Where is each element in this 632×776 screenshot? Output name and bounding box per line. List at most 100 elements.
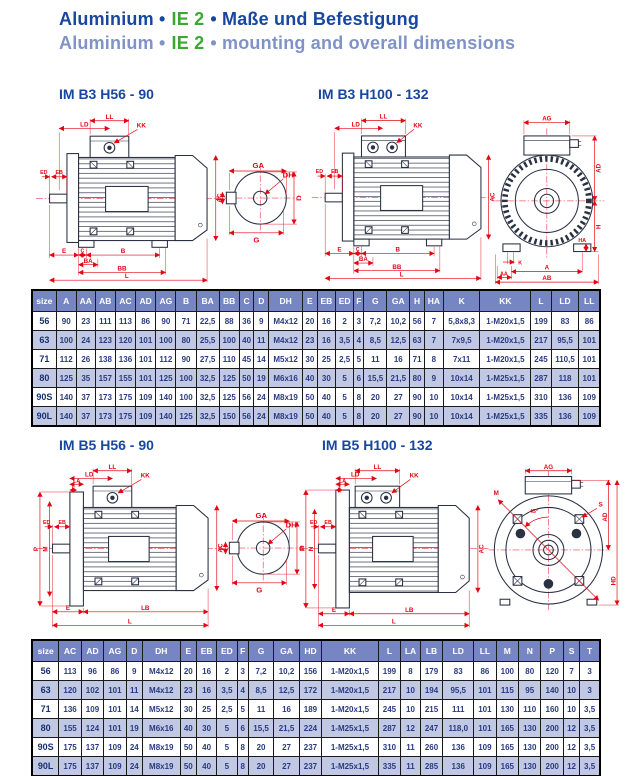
value-cell: 71	[175, 311, 197, 331]
column-header: DH	[141, 639, 181, 662]
title-de-rest: • Maße und Befestigung	[210, 9, 420, 29]
value-cell: 30	[302, 349, 318, 369]
value-cell: 109	[578, 387, 601, 407]
value-cell: 101	[473, 718, 497, 738]
value-cell: 20	[247, 756, 275, 776]
dim-label-45deg: 45°	[530, 509, 538, 515]
value-cell: 101	[578, 368, 601, 388]
dim-label-ga: GA	[252, 161, 264, 170]
value-cell: 2	[216, 661, 238, 681]
dim-label-hd: HD	[611, 576, 618, 586]
dim-label-bb: BB	[117, 266, 127, 273]
value-cell: 10,2	[386, 311, 411, 331]
flange-front-view: AG M 45° S AD HD	[488, 464, 620, 610]
column-header: LD	[550, 289, 580, 312]
value-cell: 200	[540, 737, 564, 757]
column-header: size	[31, 289, 57, 312]
section-heading-im-b3-h56-90: IM B3 H56 - 90	[59, 86, 154, 102]
dim-label-ad: AD	[602, 512, 609, 522]
value-cell: 1-M25x1,5	[479, 387, 532, 407]
dim-label-ld: LD	[351, 472, 360, 479]
section-heading-im-b3-h100-132: IM B3 H100 - 132	[318, 86, 429, 102]
value-cell: 25	[316, 349, 337, 369]
value-cell: 10x14	[442, 406, 481, 427]
value-cell: 26	[75, 349, 96, 369]
dim-label-eb: EB	[331, 169, 339, 175]
value-cell: 10x14	[442, 368, 481, 388]
column-header: LL	[473, 639, 497, 662]
value-cell: 11	[247, 699, 275, 719]
value-cell: 8	[236, 737, 249, 757]
dim-label-b: B	[396, 247, 401, 254]
value-cell: 23	[302, 330, 318, 350]
dim-label-ld: LD	[352, 121, 361, 128]
value-cell: 287	[377, 718, 402, 738]
value-cell: 16	[316, 311, 337, 331]
value-cell: 1-M25x1,5	[321, 718, 379, 738]
column-header: H	[409, 289, 425, 312]
value-cell: 10	[400, 680, 421, 700]
column-header: LA	[400, 639, 421, 662]
value-cell: 2,5	[334, 349, 355, 369]
value-cell: 109	[578, 406, 601, 427]
value-cell: 6	[353, 368, 365, 388]
value-cell: 12	[562, 756, 581, 776]
column-header: T	[579, 639, 601, 662]
value-cell: 101	[103, 699, 127, 719]
column-header: BB	[218, 289, 240, 312]
value-cell: 130	[495, 699, 520, 719]
value-cell: M5x12	[268, 349, 304, 369]
value-cell: M4x12	[268, 330, 304, 350]
value-cell: 155	[58, 718, 82, 738]
value-cell: 50	[179, 756, 197, 776]
efficiency-class-badge: IE 2	[171, 33, 205, 53]
value-cell: 16	[273, 699, 300, 719]
value-cell: 109	[103, 737, 127, 757]
dim-label-d: D	[295, 195, 301, 201]
value-cell: 101	[578, 330, 601, 350]
value-cell: 11	[125, 680, 143, 700]
shaft-end-view: GA DH F D G	[217, 511, 304, 594]
value-cell: 12	[562, 718, 581, 738]
value-cell: 63	[409, 330, 425, 350]
value-cell: 172	[298, 680, 323, 700]
column-header: HA	[423, 289, 444, 312]
value-cell: 96	[80, 661, 105, 681]
value-cell: 130	[518, 737, 542, 757]
value-cell: 9	[253, 311, 270, 331]
value-cell: 130	[518, 756, 542, 776]
dim-label-d: D	[298, 545, 304, 551]
value-cell: 50	[179, 737, 197, 757]
value-cell: 5	[353, 349, 365, 369]
value-cell: 25,5	[195, 330, 220, 350]
dim-label-l: L	[400, 271, 404, 278]
value-cell: 100	[175, 387, 197, 407]
dim-label-t: T	[71, 484, 75, 490]
value-cell: 175	[58, 737, 82, 757]
dim-label-c: C	[80, 249, 84, 255]
column-header: E	[179, 639, 197, 662]
size-cell: 90L	[31, 756, 60, 776]
value-cell: 136	[114, 349, 137, 369]
value-cell: 200	[540, 718, 564, 738]
value-cell: 7x9,5	[442, 330, 481, 350]
value-cell: 175	[114, 406, 137, 427]
value-cell: 1-M20x1,5	[321, 680, 379, 700]
column-header: EB	[195, 639, 218, 662]
value-cell: 140	[55, 406, 77, 427]
value-cell: 5	[236, 699, 249, 719]
value-cell: 101	[135, 368, 157, 388]
motor-side-view	[36, 135, 228, 248]
value-cell: 217	[377, 680, 402, 700]
value-cell: 56	[409, 311, 425, 331]
column-header: K	[442, 289, 481, 312]
dim-label-e: E	[62, 248, 66, 255]
value-cell: 8	[400, 661, 421, 681]
value-cell: 109	[473, 756, 497, 776]
motor-front-view: AG AD H HA K A AA AB	[494, 116, 605, 285]
value-cell: 109	[80, 699, 105, 719]
size-cell: 80	[31, 368, 57, 388]
value-cell: 199	[377, 661, 402, 681]
value-cell: 100	[175, 368, 197, 388]
